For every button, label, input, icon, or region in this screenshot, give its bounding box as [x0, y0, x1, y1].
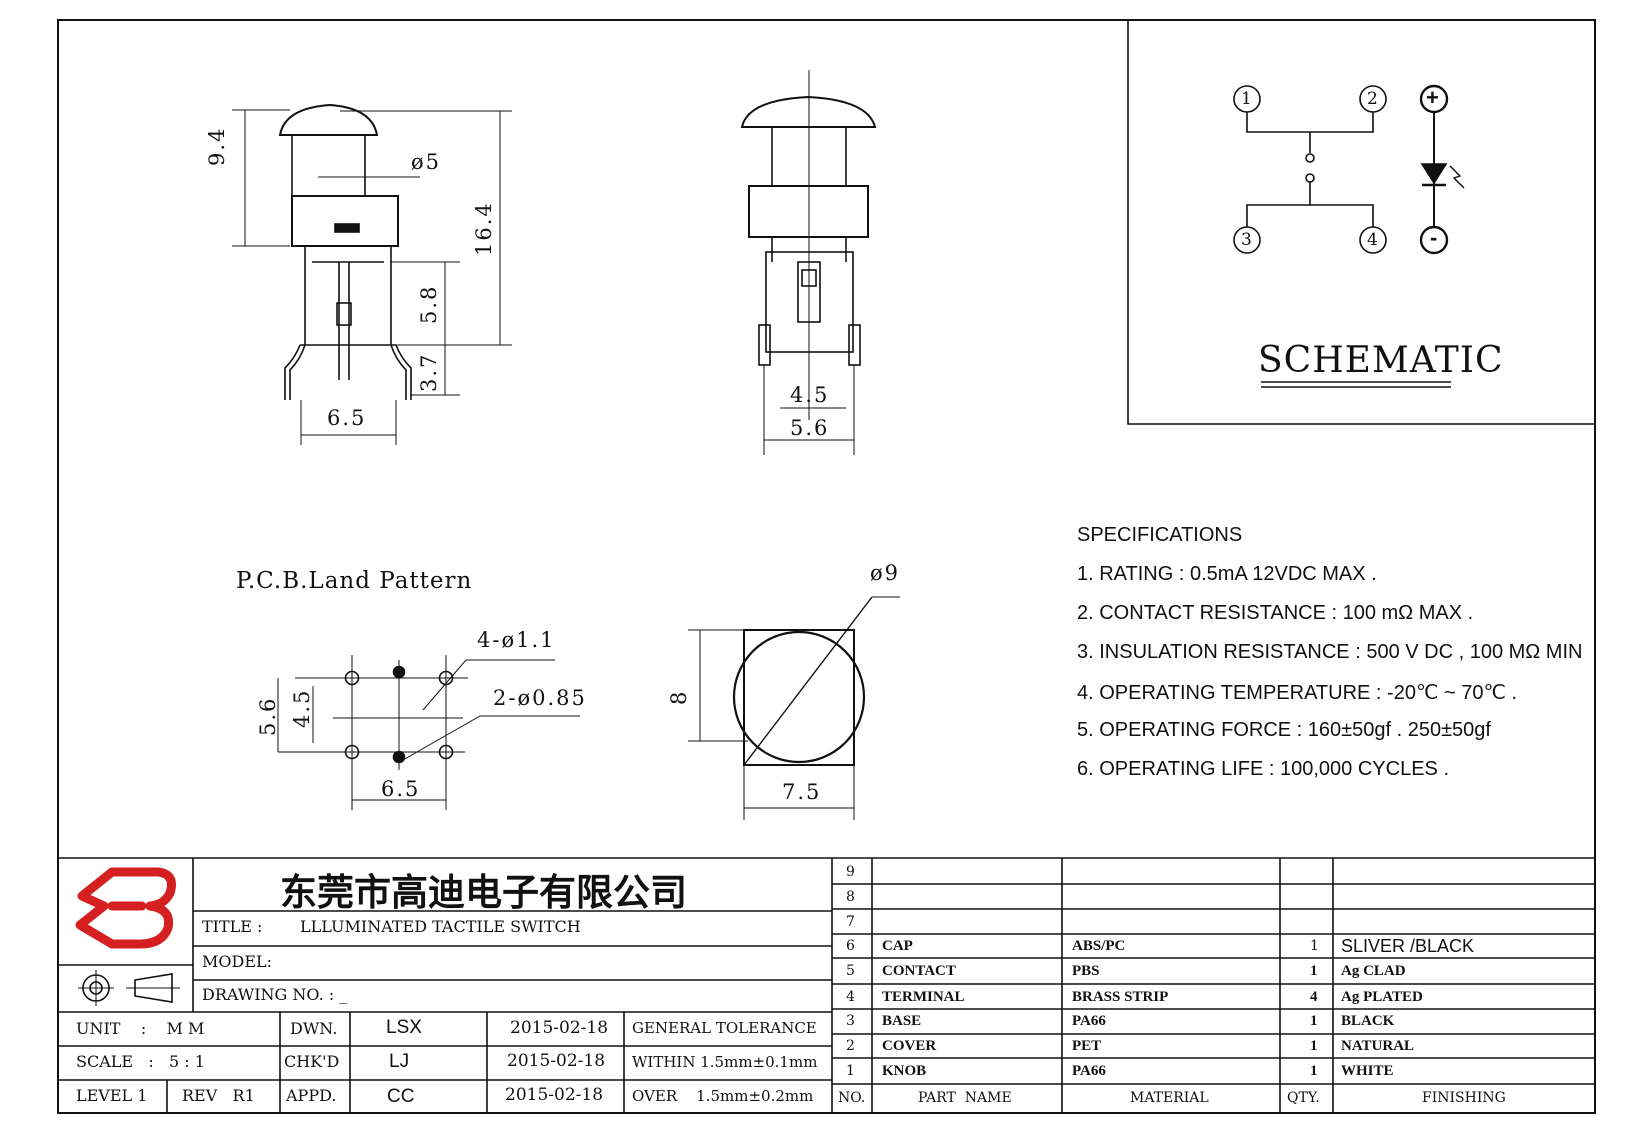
- scale-field: SCALE : 5 : 1: [76, 1052, 205, 1071]
- spec-item: 3. INSULATION RESISTANCE : 500 V DC , 10…: [1077, 641, 1583, 663]
- dim-pcb-45: 4.5: [290, 688, 314, 728]
- title-label: TITLE :: [202, 917, 263, 936]
- schematic-pin-1: 1: [1241, 89, 1252, 109]
- side-view: [232, 103, 512, 445]
- dwn-label: DWN.: [290, 1019, 338, 1038]
- dim-front-inner: 4.5: [790, 383, 830, 407]
- bom-row-no: 4: [846, 989, 855, 1005]
- dim-front-outer: 5.6: [790, 416, 830, 440]
- bom-finishing: NATURAL: [1341, 1038, 1415, 1054]
- bom-part: BASE: [882, 1013, 922, 1029]
- projection-symbol: [78, 970, 180, 1006]
- bom-qty: 4: [1310, 989, 1318, 1005]
- spec-item: 5. OPERATING FORCE : 160±50gf . 250±50gf: [1077, 719, 1491, 741]
- spec-item: 1. RATING : 0.5mA 12VDC MAX .: [1077, 563, 1377, 585]
- bom-qty: 1: [1310, 963, 1318, 979]
- appd-name: CC: [387, 1086, 415, 1107]
- chk-date: 2015-02-18: [507, 1051, 606, 1071]
- dim-pin-height: 3.7: [417, 352, 441, 392]
- dwn-name: LSX: [386, 1017, 422, 1038]
- schematic-drawing: [1233, 84, 1465, 388]
- title-value: LLLUMINATED TACTILE SWITCH: [300, 917, 581, 936]
- bom-material: PA66: [1072, 1013, 1106, 1029]
- schematic-pin-2: 2: [1367, 89, 1378, 109]
- bom-header-material: MATERIAL: [1130, 1090, 1209, 1106]
- schematic-title: SCHEMATIC: [1258, 340, 1504, 381]
- bom-row-no: 7: [846, 914, 855, 930]
- bom-header-qty: QTY.: [1287, 1090, 1320, 1106]
- spec-item: 4. OPERATING TEMPERATURE : -20℃ ~ 70℃ .: [1077, 682, 1518, 704]
- bom-row-no: 3: [846, 1013, 855, 1029]
- bom-material: PET: [1072, 1038, 1102, 1054]
- drawing-number-label: DRAWING NO. : _: [202, 985, 348, 1004]
- dim-side-width: 6.5: [327, 406, 367, 430]
- bom-row-no: 2: [846, 1038, 855, 1054]
- bom-header-finishing: FINISHING: [1422, 1090, 1506, 1106]
- bom-row-no: 5: [846, 963, 855, 979]
- chk-name: LJ: [389, 1051, 410, 1072]
- pcb-title: P.C.B.Land Pattern: [236, 568, 473, 594]
- dim-top-8: 8: [667, 689, 691, 705]
- dim-top-75: 7.5: [782, 780, 822, 804]
- bom-finishing: Ag PLATED: [1341, 989, 1423, 1005]
- tolerance-within: WITHIN 1.5mm±0.1mm: [632, 1053, 818, 1071]
- bom-qty: 1: [1310, 1063, 1318, 1079]
- level-field: LEVEL 1: [76, 1086, 148, 1105]
- led-minus-label: -: [1430, 225, 1438, 250]
- bom-material: PBS: [1072, 963, 1100, 979]
- dim-cap-diameter: ø9: [870, 561, 901, 585]
- spec-item: 6. OPERATING LIFE : 100,000 CYCLES .: [1077, 758, 1450, 780]
- rev-field: REV R1: [182, 1086, 255, 1105]
- title-block-grid: [58, 857, 1595, 1113]
- bom-material: PA66: [1072, 1063, 1106, 1079]
- front-view: [740, 70, 877, 455]
- dim-total-height: 16.4: [472, 201, 496, 256]
- bom-part: KNOB: [882, 1063, 927, 1079]
- led-plus-label: +: [1426, 85, 1439, 110]
- bom-material: ABS/PC: [1072, 938, 1126, 954]
- dim-cap-height: 9.4: [205, 126, 229, 166]
- appd-date: 2015-02-18: [505, 1085, 604, 1105]
- bom-row-no: 9: [846, 864, 855, 880]
- dim-pcb-65: 6.5: [381, 777, 421, 801]
- schematic-pin-4: 4: [1367, 230, 1378, 250]
- appd-label: APPD.: [286, 1086, 337, 1105]
- company-logo: [75, 867, 176, 949]
- bom-part: CAP: [882, 938, 913, 954]
- bom-part: TERMINAL: [882, 989, 965, 1005]
- specifications-heading: SPECIFICATIONS: [1077, 524, 1243, 546]
- dwn-date: 2015-02-18: [510, 1018, 609, 1038]
- pcb-land-pattern: [277, 655, 580, 810]
- bom-row-no: 8: [846, 889, 855, 905]
- dim-pcb-56: 5.6: [256, 696, 280, 736]
- chk-label: CHK'D: [284, 1052, 340, 1071]
- bom-qty: 1: [1310, 1013, 1318, 1029]
- bom-part: CONTACT: [882, 963, 956, 979]
- model-label: MODEL:: [202, 952, 273, 971]
- unit-field: UNIT : M M: [76, 1019, 205, 1038]
- dim-body-height: 5.8: [417, 284, 441, 324]
- dim-holes-large: 4-ø1.1: [477, 628, 556, 652]
- bom-row-no: 6: [846, 938, 855, 954]
- bom-qty: 1: [1310, 1038, 1318, 1054]
- bom-finishing: BLACK: [1341, 1013, 1395, 1029]
- company-name: 东莞市高迪电子有限公司: [280, 871, 687, 914]
- bom-finishing: WHITE: [1341, 1063, 1394, 1079]
- bom-header-no: NO.: [838, 1090, 866, 1106]
- bom-qty: 1: [1310, 938, 1319, 954]
- bom-part: COVER: [882, 1038, 937, 1054]
- spec-item: 2. CONTACT RESISTANCE : 100 mΩ MAX .: [1077, 602, 1474, 624]
- dim-stem-diameter: ø5: [411, 150, 442, 174]
- dim-holes-small: 2-ø0.85: [493, 686, 587, 710]
- bom-row-no: 1: [846, 1063, 855, 1079]
- top-view: [688, 596, 900, 820]
- bom-header-part: PART NAME: [918, 1090, 1012, 1106]
- tolerance-over: OVER 1.5mm±0.2mm: [632, 1087, 814, 1105]
- bom-material: BRASS STRIP: [1072, 989, 1169, 1005]
- bom-finishing: SLIVER /BLACK: [1341, 936, 1475, 956]
- schematic-pin-3: 3: [1241, 230, 1252, 250]
- tolerance-heading: GENERAL TOLERANCE: [632, 1019, 817, 1037]
- bom-finishing: Ag CLAD: [1341, 963, 1406, 979]
